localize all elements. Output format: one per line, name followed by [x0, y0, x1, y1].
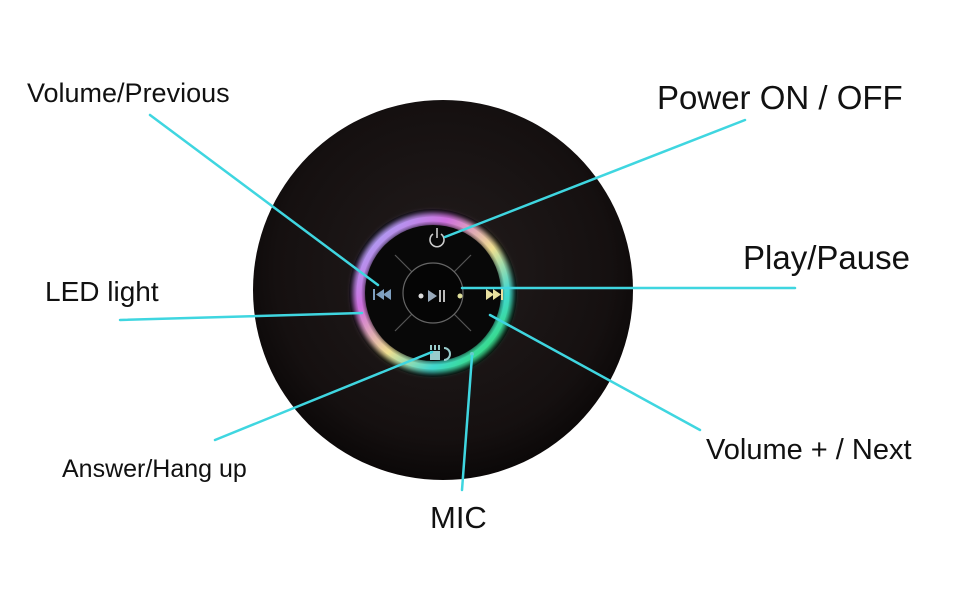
button-dividers: [394, 254, 472, 332]
leader-line-power: [443, 118, 747, 239]
leader-lines: [118, 113, 797, 492]
power-icon[interactable]: [429, 228, 445, 248]
play-pause-button[interactable]: [402, 262, 464, 324]
label-answer-hangup: Answer/Hang up: [62, 455, 247, 483]
mic-hole: [470, 352, 474, 356]
leader-line-led: [118, 311, 364, 322]
label-volume-previous: Volume/Previous: [27, 78, 230, 108]
previous-icon[interactable]: [373, 289, 391, 300]
label-play-pause: Play/Pause: [743, 239, 910, 276]
phone-icon[interactable]: [430, 345, 451, 361]
leader-line-mic: [460, 354, 474, 492]
led-ring: [356, 216, 510, 370]
label-led-light: LED light: [45, 276, 159, 307]
leader-line-volume-next: [488, 313, 702, 432]
play-pause-icon: [418, 290, 463, 302]
label-mic: MIC: [430, 500, 487, 535]
leader-line-volume-previous: [148, 113, 380, 287]
label-power: Power ON / OFF: [657, 79, 903, 116]
next-icon[interactable]: [486, 289, 503, 300]
label-volume-next: Volume + / Next: [706, 434, 912, 466]
leader-line-answer: [213, 350, 434, 442]
